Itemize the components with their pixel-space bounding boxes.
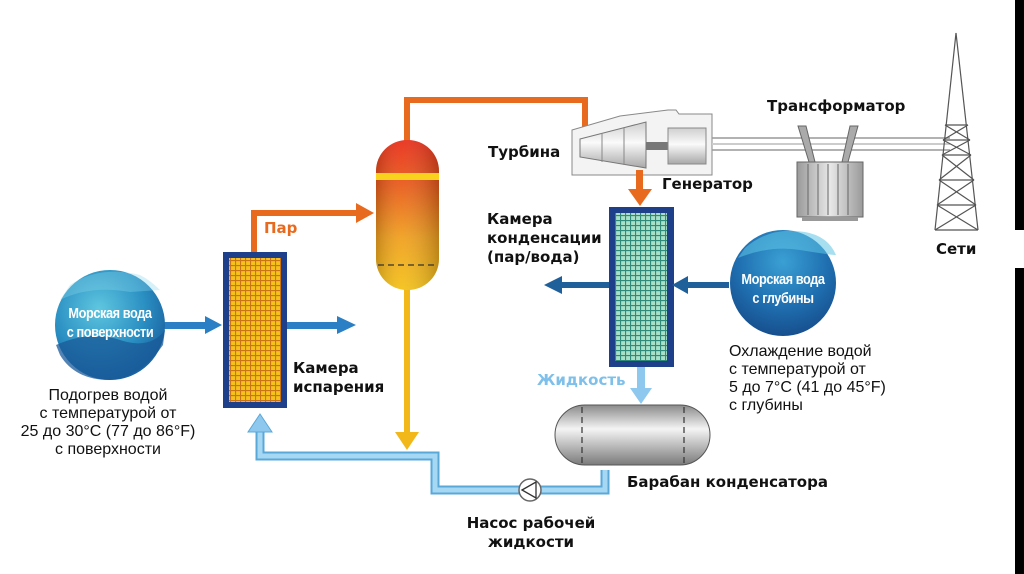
surface-bubble-line-1: Морская вода — [68, 305, 152, 322]
surface-bubble-line-2: с поверхности — [66, 324, 154, 341]
steam-pipe-separator-to-turbine — [404, 97, 588, 168]
grid-tower-icon — [934, 32, 979, 231]
liquid-label: Жидкость — [537, 371, 626, 389]
deep-desc-line-1: Охлаждение водой — [729, 343, 872, 360]
condenser-chamber-label: Камера конденсации (пар/вода) — [487, 210, 602, 267]
arrow-right-icon — [356, 203, 374, 223]
evaporator-label-line-1: Камера — [293, 359, 359, 377]
condenser-label-line-3: (пар/вода) — [487, 248, 580, 266]
pump-label-line-2: жидкости — [487, 533, 575, 551]
evaporator-chamber-label: Камера испарения — [293, 359, 384, 397]
arrow-left-icon — [672, 276, 688, 294]
arrow-right-icon — [337, 316, 356, 334]
condenser-chamber — [609, 207, 674, 367]
deep-water-in-arrow — [672, 276, 729, 294]
surface-bubble-text: Морская вода с поверхности — [59, 304, 161, 342]
liquid-arrow-up-icon — [247, 413, 273, 433]
pump-label: Насос рабочей жидкости — [466, 514, 596, 552]
surface-water-in-arrow — [160, 316, 222, 334]
evaporator-chamber — [223, 252, 287, 408]
surface-water-description: Подогрев водой с температурой от 25 до 3… — [4, 387, 212, 459]
condenser-drum-label: Барабан конденсатора — [627, 473, 828, 491]
surface-desc-line-2: с температурой от — [39, 405, 177, 422]
transformer-icon — [796, 125, 864, 221]
steam-pipe-evaporator-to-separator — [251, 203, 374, 252]
liquid-return-pipe — [247, 413, 610, 495]
generator-label: Генератор — [662, 175, 753, 193]
power-lines — [712, 137, 950, 151]
arrow-down-icon — [395, 432, 419, 450]
deep-desc-line-3: 5 до 7°C (41 до 45°F) — [729, 379, 886, 396]
turbine-label: Турбина — [488, 143, 561, 161]
deep-bubble-line-1: Морская вода — [741, 271, 825, 288]
pump-icon — [518, 478, 542, 502]
edge-bar-top — [1015, 0, 1024, 230]
separator-vessel — [376, 140, 439, 290]
turbine-exhaust-arrow — [628, 170, 652, 206]
deep-water-out-arrow — [544, 276, 609, 294]
edge-bar-bottom — [1015, 268, 1024, 574]
steam-label: Пар — [264, 219, 298, 237]
surface-desc-line-3: 25 до 30°C (77 до 86°F) — [20, 423, 196, 440]
deep-desc-line-4: с глубины — [729, 397, 803, 414]
condenser-drum — [554, 404, 711, 466]
deep-bubble-text: Морская вода с глубины — [732, 270, 834, 308]
condenser-label-line-2: конденсации — [487, 229, 602, 247]
transformer-label: Трансформатор — [767, 97, 906, 115]
deep-seawater-bubble — [730, 230, 836, 336]
pump-label-line-1: Насос рабочей — [466, 514, 596, 532]
arrow-right-icon — [205, 316, 222, 334]
deep-water-description: Охлаждение водой с температурой от 5 до … — [729, 343, 886, 415]
surface-desc-line-1: Подогрев водой — [48, 387, 168, 404]
deep-desc-line-2: с температурой от — [729, 361, 866, 378]
turbine-generator-unit — [571, 109, 713, 176]
deep-bubble-line-2: с глубины — [752, 290, 814, 307]
liquid-down-arrow — [630, 365, 652, 404]
hot-liquid-pipe — [395, 285, 419, 450]
grid-label: Сети — [936, 240, 977, 258]
surface-water-out-arrow — [287, 316, 356, 334]
surface-seawater-bubble — [55, 270, 165, 380]
arrow-down-icon — [630, 388, 652, 404]
surface-desc-line-4: с поверхности — [55, 441, 161, 458]
condenser-label-line-1: Камера — [487, 210, 553, 228]
evaporator-label-line-2: испарения — [293, 378, 385, 396]
arrow-down-icon — [628, 189, 652, 206]
arrow-left-icon — [544, 276, 562, 294]
